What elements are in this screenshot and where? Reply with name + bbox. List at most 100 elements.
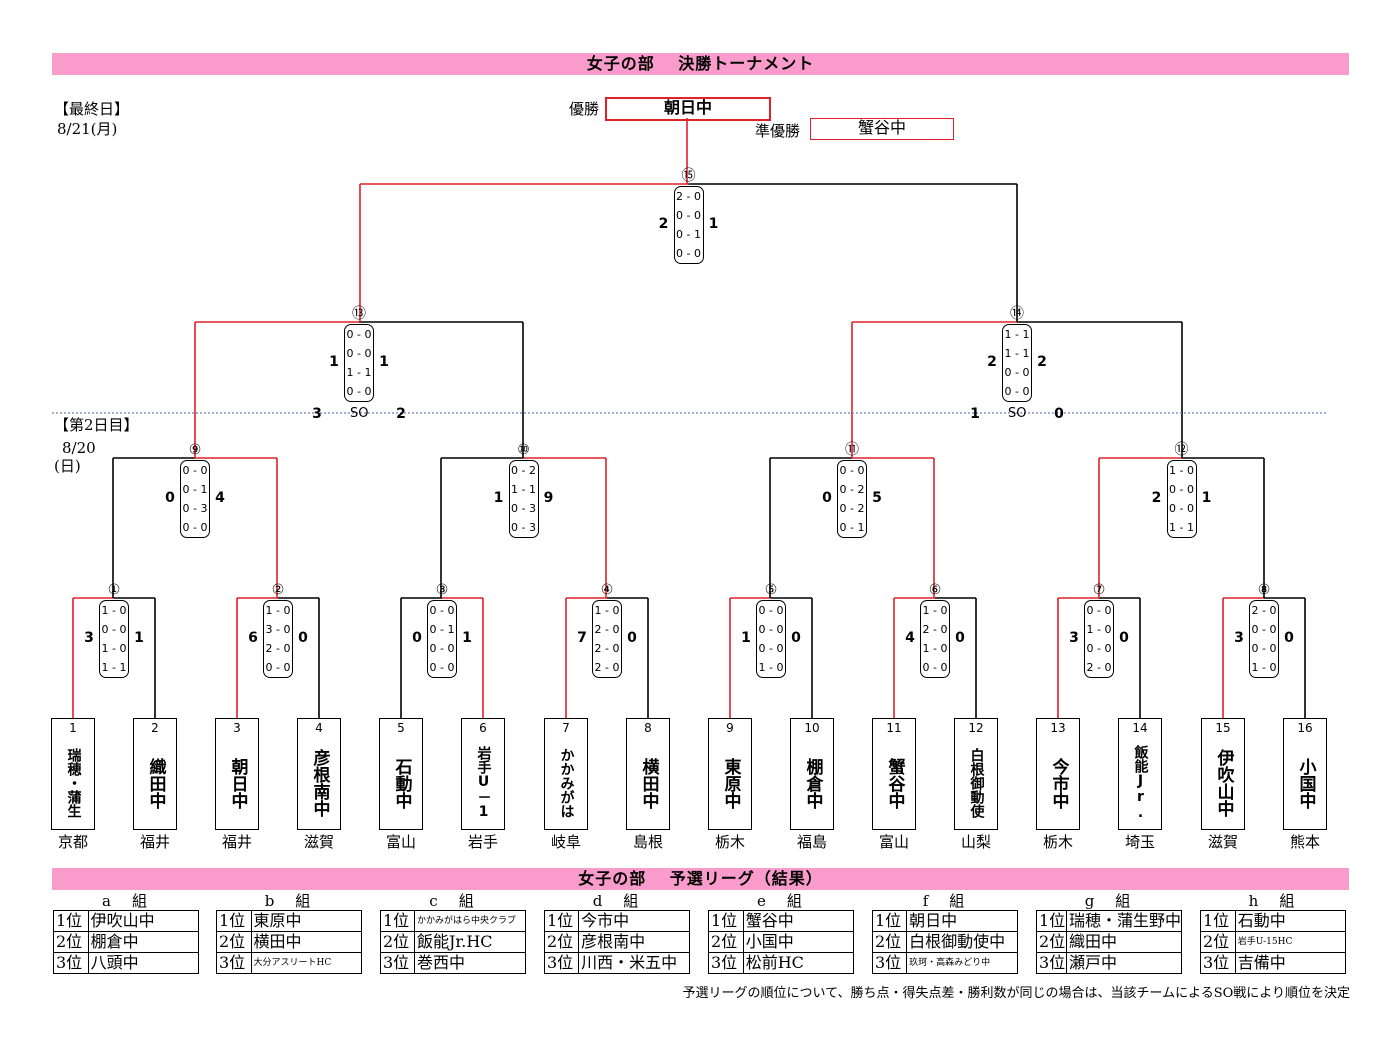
rank: 3位 — [543, 952, 580, 974]
team: 小国中 — [742, 931, 855, 953]
team-number: 9 — [726, 721, 734, 735]
period-score: 2 - 0 — [1251, 604, 1277, 617]
team: 今市中 — [578, 910, 690, 932]
period-score: 0 - 0 — [1251, 642, 1277, 655]
period-score: 0 - 3 — [182, 502, 208, 515]
rank: 2位 — [216, 931, 252, 953]
team-name: かかみがは — [558, 748, 575, 818]
period-score: 1 - 0 — [265, 604, 291, 617]
team: 彦根南中 — [578, 931, 690, 953]
match-number-4: ④ — [600, 582, 614, 598]
match-number-12: ⑫ — [1174, 442, 1189, 458]
total-left-4: 7 — [577, 630, 587, 646]
rank: 2位 — [708, 931, 744, 953]
team-number: 12 — [968, 721, 984, 735]
group-row: 3位吉備中 — [1200, 952, 1347, 974]
total-right-12: 1 — [1201, 490, 1212, 506]
rank: 1位 — [216, 910, 252, 932]
total-right-1: 1 — [134, 630, 144, 646]
period-score: 0 - 0 — [429, 642, 455, 655]
group-row: 2位横田中 — [216, 931, 363, 953]
period-score: 1 - 0 — [1086, 623, 1112, 636]
so-right-13: 2 — [396, 406, 406, 422]
match-number-8: ⑧ — [1257, 582, 1271, 598]
team: 石動中 — [1234, 910, 1347, 932]
team-name: 今市中 — [1048, 757, 1069, 809]
period-score: 0 - 0 — [101, 623, 127, 636]
group-row: 2位織田中 — [1036, 931, 1183, 953]
period-score: 1 - 0 — [101, 604, 127, 617]
group-label: h 組 — [1248, 892, 1298, 910]
period-score: 0 - 0 — [1086, 642, 1112, 655]
rank: 3位 — [708, 952, 744, 974]
total-left-5: 1 — [741, 630, 751, 646]
rank: 2位 — [1200, 931, 1236, 953]
rank: 3位 — [1200, 952, 1236, 974]
day2-date: 8/20 — [62, 439, 96, 457]
total-left-2: 6 — [248, 630, 258, 646]
team-number: 3 — [233, 721, 241, 735]
team-number: 6 — [479, 721, 487, 735]
total-right-4: 0 — [627, 630, 637, 646]
period-score: 1 - 0 — [758, 661, 784, 674]
team-name: 彦根南中 — [309, 749, 330, 817]
rank: 1位 — [1200, 910, 1236, 932]
period-score: 1 - 0 — [1169, 464, 1194, 477]
total-right-8: 0 — [1284, 630, 1294, 646]
team-prefecture: 島根 — [632, 833, 663, 851]
group-row: 2位棚倉中 — [53, 931, 200, 953]
rank: 3位 — [380, 952, 415, 974]
group-row: 3位松前HC — [708, 952, 855, 974]
period-score: 0 - 0 — [429, 604, 455, 617]
so-left-13: 3 — [312, 406, 322, 422]
team: 川西・米五中 — [578, 952, 690, 974]
rank: 2位 — [543, 931, 580, 953]
rank: 2位 — [1036, 931, 1067, 953]
period-score: 2 - 0 — [594, 661, 620, 674]
match-number-13: ⑬ — [352, 306, 366, 322]
period-score: 0 - 0 — [758, 642, 784, 655]
team-number: 10 — [804, 721, 820, 735]
group-label: g 組 — [1084, 892, 1134, 910]
league-title: 女子の部 予選リーグ（結果） — [52, 868, 1349, 890]
group-row: 3位大分アスリートHC — [216, 952, 363, 974]
total-right-11: 5 — [872, 490, 882, 506]
group-row: 1位蟹谷中 — [708, 910, 855, 932]
team-prefecture: 岐阜 — [550, 833, 581, 851]
period-score: 0 - 3 — [511, 521, 536, 534]
team: 瀬戸中 — [1065, 952, 1183, 974]
total-right-13: 1 — [379, 354, 389, 370]
team-prefecture: 熊本 — [1289, 833, 1320, 851]
period-score: 0 - 1 — [676, 228, 701, 241]
group-row: 1位石動中 — [1200, 910, 1347, 932]
team-name: 石動中 — [391, 757, 412, 809]
period-score: 2 - 0 — [594, 623, 620, 636]
match-number-7: ⑦ — [1092, 582, 1106, 598]
group-row: 3位瀬戸中 — [1036, 952, 1183, 974]
team-name: 岩手U－1 — [475, 746, 492, 820]
league-note: 予選リーグの順位について、勝ち点・得失点差・勝利数が同じの場合は、当該チームによ… — [682, 986, 1350, 1001]
group-row: 2位彦根南中 — [543, 931, 690, 953]
group-label: e 組 — [757, 892, 805, 910]
total-left-15: 2 — [658, 216, 669, 232]
total-right-15: 1 — [708, 216, 719, 232]
team-prefecture: 栃木 — [714, 833, 745, 851]
period-score: 1 - 1 — [101, 661, 127, 674]
period-score: 0 - 0 — [676, 209, 701, 222]
total-right-2: 0 — [298, 630, 308, 646]
team-prefecture: 滋賀 — [303, 833, 334, 851]
